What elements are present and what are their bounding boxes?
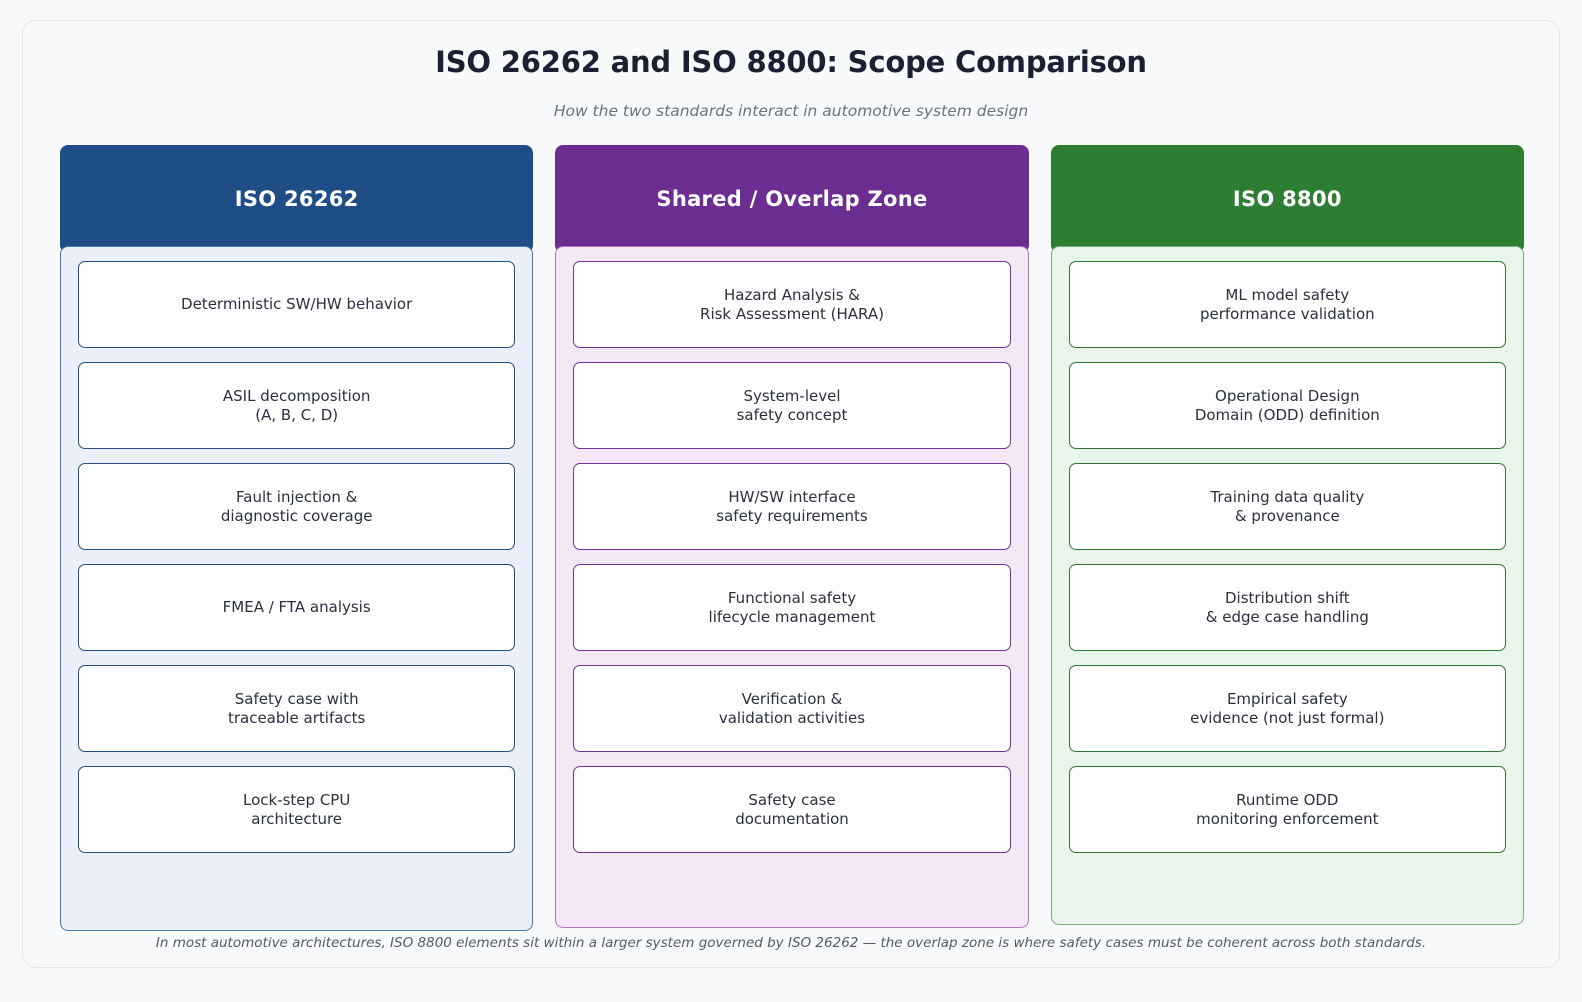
column-header-shared-overlap-zone: Shared / Overlap Zone bbox=[555, 145, 1029, 253]
column-header-iso-26262: ISO 26262 bbox=[60, 145, 534, 253]
list-item[interactable]: Lock-step CPU architecture bbox=[78, 766, 516, 853]
list-item[interactable]: System-level safety concept bbox=[573, 362, 1011, 449]
list-item[interactable]: ASIL decomposition (A, B, C, D) bbox=[78, 362, 516, 449]
column-title-label: ISO 26262 bbox=[234, 187, 359, 211]
list-item[interactable]: Safety case documentation bbox=[573, 766, 1011, 853]
list-item[interactable]: Deterministic SW/HW behavior bbox=[78, 261, 516, 348]
footer-note: In most automotive architectures, ISO 88… bbox=[155, 935, 1427, 951]
list-item[interactable]: Training data quality & provenance bbox=[1068, 463, 1506, 550]
comparison-panel: ISO 26262 and ISO 8800: Scope Comparison… bbox=[22, 20, 1560, 968]
column-body-iso-8800: ML model safety performance validation O… bbox=[1050, 246, 1524, 925]
column-title-label: Shared / Overlap Zone bbox=[656, 187, 928, 211]
column-body-iso-26262: Deterministic SW/HW behavior ASIL decomp… bbox=[60, 246, 534, 931]
list-item[interactable]: Safety case with traceable artifacts bbox=[78, 665, 516, 752]
list-item[interactable]: FMEA / FTA analysis bbox=[78, 564, 516, 651]
list-item[interactable]: Empirical safety evidence (not just form… bbox=[1068, 665, 1506, 752]
page-subtitle: How the two standards interact in automo… bbox=[553, 102, 1029, 120]
column-body-shared-overlap-zone: Hazard Analysis & Risk Assessment (HARA)… bbox=[555, 246, 1029, 928]
column-iso-8800: ISO 8800 ML model safety performance val… bbox=[1050, 145, 1524, 931]
column-iso-26262: ISO 26262 Deterministic SW/HW behavior A… bbox=[60, 145, 534, 931]
list-item[interactable]: Fault injection & diagnostic coverage bbox=[78, 463, 516, 550]
list-item[interactable]: ML model safety performance validation bbox=[1068, 261, 1506, 348]
column-header-iso-8800: ISO 8800 bbox=[1050, 145, 1524, 253]
page-title: ISO 26262 and ISO 8800: Scope Comparison bbox=[435, 45, 1147, 79]
column-title-label: ISO 8800 bbox=[1232, 187, 1342, 211]
column-shared-overlap-zone: Shared / Overlap Zone Hazard Analysis & … bbox=[555, 145, 1029, 931]
list-item[interactable]: Operational Design Domain (ODD) definiti… bbox=[1068, 362, 1506, 449]
list-item[interactable]: HW/SW interface safety requirements bbox=[573, 463, 1011, 550]
list-item[interactable]: Distribution shift & edge case handling bbox=[1068, 564, 1506, 651]
list-item[interactable]: Hazard Analysis & Risk Assessment (HARA) bbox=[573, 261, 1011, 348]
comparison-columns: ISO 26262 Deterministic SW/HW behavior A… bbox=[60, 145, 1524, 931]
list-item[interactable]: Runtime ODD monitoring enforcement bbox=[1068, 766, 1506, 853]
list-item[interactable]: Verification & validation activities bbox=[573, 665, 1011, 752]
list-item[interactable]: Functional safety lifecycle management bbox=[573, 564, 1011, 651]
